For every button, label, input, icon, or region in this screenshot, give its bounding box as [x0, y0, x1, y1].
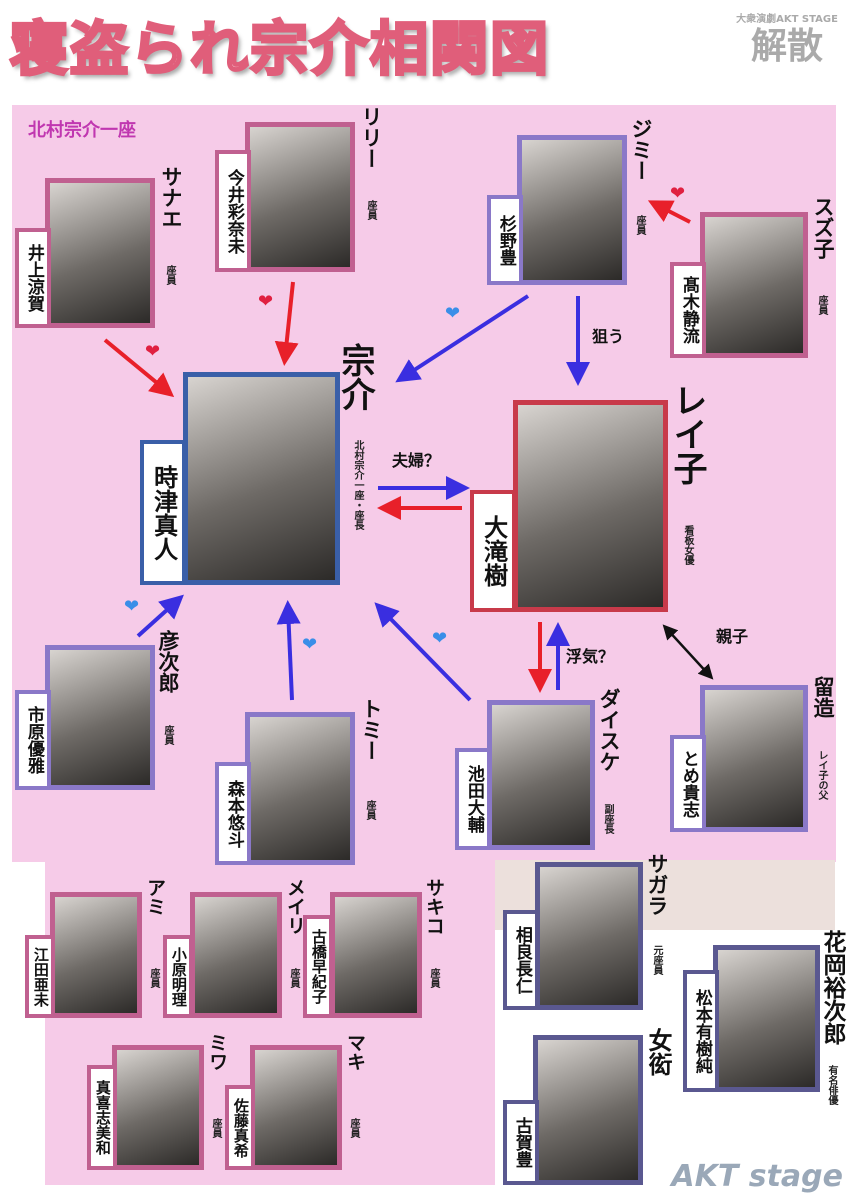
portrait-photo — [487, 700, 595, 850]
troupe-label: 北村宗介一座 — [28, 120, 136, 141]
role-subtitle: 北村宗介一座・座長 — [352, 440, 363, 530]
actor-name: 佐藤真希 — [225, 1085, 255, 1170]
role-name: 女衒 — [644, 1028, 672, 1076]
relation-target: 狙う — [592, 327, 625, 346]
actor-name: 江田亜未 — [25, 935, 55, 1018]
role-subtitle: 座員 — [288, 968, 299, 988]
role-subtitle: 元座員 — [651, 945, 662, 975]
actor-name: 髙木静流 — [670, 262, 706, 358]
arrow-sanae-sosuke — [103, 338, 175, 398]
role-subtitle: 座員 — [148, 968, 159, 988]
relation-couple: 夫婦？ — [392, 451, 441, 470]
role-name: 宗介 — [335, 343, 375, 411]
heart-icon: ❤ — [302, 634, 318, 655]
portrait-photo — [183, 372, 340, 585]
actor-name: 池田大輔 — [455, 748, 491, 850]
role-subtitle: 座員 — [210, 1118, 221, 1138]
role-name: アミ — [144, 878, 166, 916]
role-name: スズ子 — [811, 196, 835, 259]
akt-logo: AKT stage — [671, 1159, 843, 1194]
role-name: マキ — [344, 1033, 366, 1071]
portrait-photo — [517, 135, 627, 285]
role-subtitle: 座員 — [634, 215, 645, 235]
actor-name: 今井彩奈未 — [215, 150, 251, 272]
role-name: ダイスケ — [597, 688, 621, 772]
role-subtitle: 座員 — [164, 265, 175, 285]
actor-name: 古賀豊 — [503, 1100, 539, 1185]
role-subtitle: 座員 — [428, 968, 439, 988]
arrow-jimmy-sosuke — [395, 294, 530, 383]
role-subtitle: 座員 — [816, 295, 827, 315]
role-subtitle: 副座長 — [602, 804, 613, 834]
portrait-photo — [513, 400, 668, 612]
page-title: 寝盗られ宗介相関図 — [8, 15, 551, 83]
portrait-photo — [112, 1045, 204, 1170]
role-name: 彦次郎 — [156, 630, 180, 693]
actor-name: 大滝樹 — [470, 490, 516, 612]
role-subtitle: 有名俳優 — [826, 1065, 837, 1105]
arrow-tommy-sosuke — [276, 600, 301, 701]
role-name: メイリ — [284, 878, 306, 935]
relation-affair: 浮気？ — [566, 647, 615, 666]
actor-name: 時津真人 — [140, 440, 186, 585]
role-name: ジミー — [629, 118, 653, 181]
relation-parent: 親子 — [716, 627, 749, 646]
actor-name: 市原優雅 — [15, 690, 51, 790]
role-name: 花岡裕次郎 — [819, 930, 845, 1045]
portrait-photo — [245, 712, 355, 865]
heart-icon: ❤ — [145, 341, 161, 362]
actor-name: 松本有樹純 — [683, 970, 719, 1092]
role-name: リリー — [359, 106, 383, 169]
portrait-photo — [533, 1035, 643, 1185]
role-subtitle: 座員 — [365, 200, 376, 220]
actor-name: 真喜志美和 — [87, 1065, 117, 1170]
heart-icon: ❤ — [445, 303, 461, 324]
portrait-photo — [700, 212, 808, 358]
role-name: トミー — [359, 698, 383, 761]
portrait-photo — [45, 645, 155, 790]
role-name: サキコ — [423, 878, 445, 935]
actor-name: 杉野豊 — [487, 195, 523, 285]
role-subtitle: 座員 — [348, 1118, 359, 1138]
portrait-photo — [713, 945, 820, 1092]
role-name: サナエ — [159, 166, 183, 229]
heart-icon: ❤ — [124, 596, 140, 617]
actor-name: 小原明理 — [163, 935, 193, 1018]
portrait-photo — [45, 178, 155, 328]
logo-top: 大衆演劇AKT STAGE — [736, 14, 838, 25]
actor-name: 古橋早紀子 — [303, 915, 333, 1018]
portrait-photo — [535, 862, 643, 1010]
role-name: 留造 — [811, 676, 835, 718]
role-subtitle: 看板女優 — [682, 525, 693, 565]
role-subtitle: 座員 — [364, 800, 375, 820]
logo-main: 解散 — [750, 26, 823, 67]
heart-icon: ❤ — [670, 183, 686, 204]
role-subtitle: 座員 — [162, 725, 173, 745]
arrow-reiko-tomezo — [662, 624, 714, 680]
actor-name: 森本悠斗 — [215, 762, 251, 865]
actor-name: 相良長仁 — [503, 910, 539, 1010]
arrow-hikojiro-sosuke — [136, 594, 184, 638]
portrait-photo — [700, 685, 808, 832]
heart-icon: ❤ — [432, 628, 448, 649]
portrait-photo — [330, 892, 422, 1018]
portrait-photo — [250, 1045, 342, 1170]
actor-name: とめ貴志 — [670, 735, 706, 832]
heart-icon: ❤ — [258, 291, 274, 312]
arrow-lily-sosuke — [274, 281, 299, 366]
role-name: ミワ — [206, 1033, 228, 1071]
portrait-photo — [245, 122, 355, 272]
role-subtitle: レイ子の父 — [816, 750, 827, 800]
logo: 大衆演劇AKT STAGE 解散 — [728, 14, 846, 68]
actor-name: 井上涼賀 — [15, 228, 51, 328]
role-name: レイ子 — [667, 383, 707, 485]
portrait-photo — [190, 892, 282, 1018]
role-name: サガラ — [645, 853, 669, 916]
arrow-daisuke-sosuke — [374, 602, 472, 702]
portrait-photo — [50, 892, 142, 1018]
arrow-suzuko-jimmy — [647, 200, 691, 224]
